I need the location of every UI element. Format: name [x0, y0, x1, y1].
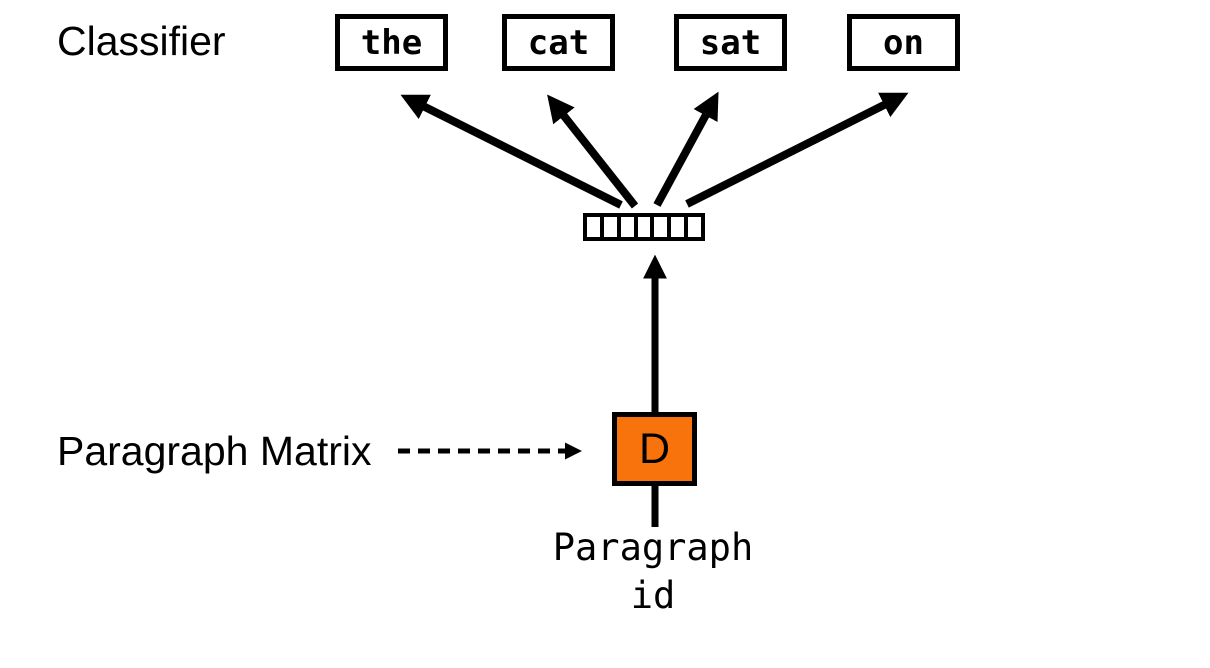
vector-cell	[587, 217, 604, 237]
vector-cell	[654, 217, 672, 237]
paragraph-matrix-box: D	[612, 412, 697, 486]
vector-cell	[671, 217, 689, 237]
paragraph-id-line2: id	[630, 574, 676, 618]
arrow-vector-to-the	[400, 94, 623, 209]
vector-cell	[603, 217, 621, 237]
arrow-vector-to-on	[685, 92, 909, 208]
paragraph-id-line1: Paragraph	[552, 526, 754, 569]
paragraph-id-label: Paragraph id	[533, 524, 773, 620]
paragraph-matrix-label: Paragraph Matrix	[57, 428, 372, 474]
arrow-vector-to-cat	[547, 94, 639, 209]
vector-cell	[688, 217, 702, 237]
word-box-on: on	[847, 14, 960, 71]
word-box-the: the	[335, 14, 448, 71]
word-box-sat: sat	[674, 14, 787, 71]
arrow-vector-to-sat	[653, 91, 719, 207]
paragraph-vector	[583, 213, 705, 241]
vector-cell	[637, 217, 655, 237]
word-box-cat: cat	[502, 14, 615, 71]
vector-cell	[620, 217, 638, 237]
classifier-label: Classifier	[57, 18, 226, 64]
